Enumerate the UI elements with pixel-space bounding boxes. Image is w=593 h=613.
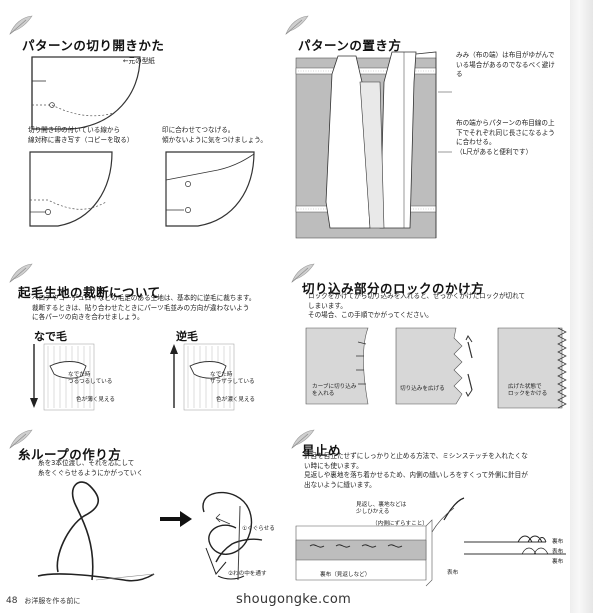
page-number-value: 48 xyxy=(6,596,18,606)
loop-step2-illustration xyxy=(202,491,263,581)
loop-arrow1-text: ①くぐらせる xyxy=(242,526,275,532)
feather-icon xyxy=(291,429,315,449)
lock-step1-text: カーブに切り込み を入れる xyxy=(312,384,357,397)
nade-touch-text: なでた時 つるつるしている xyxy=(68,372,113,385)
saka-color-text: 色が濃く見える xyxy=(216,397,255,403)
feather-icon xyxy=(291,263,315,283)
loop-arrow2-text: ②わの中を通す xyxy=(228,571,267,577)
pattern-mirror-illustration xyxy=(29,151,113,227)
lock-step3-illustration xyxy=(497,327,567,409)
saka-label: 逆毛 xyxy=(176,330,198,343)
original-pattern-label: ←元の型紙 xyxy=(123,57,155,65)
saka-illustration xyxy=(170,343,235,411)
hoshi-main-illustration xyxy=(295,497,465,587)
hoshi-cross-section-illustration xyxy=(464,535,566,555)
hoshi-label-back2: 裏布（見返しなど） xyxy=(320,572,371,578)
nade-color-text: 色が薄く見える xyxy=(76,397,115,403)
nade-illustration xyxy=(30,343,95,411)
watermark: shougongke.com xyxy=(236,592,352,607)
hoshi-label-front2: 表布 xyxy=(552,549,564,555)
okikata-note1: みみ（布の端）は布目がゆがんで いる場合があるのでなるべく避け る xyxy=(456,51,555,78)
loop-arrow-icon xyxy=(160,511,192,527)
lock-step1-illustration xyxy=(305,327,369,405)
hoshi-label-back: 裏布 xyxy=(552,539,564,545)
feather-icon xyxy=(9,15,33,35)
okikata-note2: 布の端からパターンの布目線の上 下でそれぞれ同じ長さになるよう に合わせる。 （… xyxy=(456,119,555,156)
kirihiraki-step2: 印に合わせてつなげる。 傾かないように気をつけましょう。 xyxy=(162,126,267,144)
pattern-joined-illustration xyxy=(165,151,255,227)
feather-icon xyxy=(9,263,33,283)
lock-step3-text: 広げた状態で ロックをかける xyxy=(508,384,548,397)
hoshi-label-back3: 裏布 xyxy=(552,559,564,565)
hoshi-body: 針目を目立たせずにしっかりと止める方法で、ミシンステッチを入れたくな い時にも使… xyxy=(304,452,528,489)
section-title-kemo: 起毛生地の裁断について xyxy=(18,285,161,300)
feather-icon xyxy=(9,429,33,449)
section-title-loop: 糸ループの作り方 xyxy=(18,447,122,462)
loop-body: 糸を3本位渡し、それを芯にして 糸をくぐらせるようにかがっていく xyxy=(38,459,144,477)
saka-touch-text: なでた時 ザラザラしている xyxy=(210,372,255,385)
nade-label: なで毛 xyxy=(34,330,67,343)
hoshi-label-front: 表布 xyxy=(447,570,459,576)
fabric-layout-illustration xyxy=(295,51,452,239)
kirihiraki-step1: 切り開き印の付いている線から 線対称に書き写す（コピーを取る） xyxy=(28,126,134,144)
lock-step2-text: 切り込みを広げる xyxy=(400,386,445,392)
section-title-okikata: パターンの置き方 xyxy=(298,38,402,53)
pattern-original-illustration xyxy=(31,56,141,130)
hoshi-note-top: 見返し、裏地などは 少しひかえる xyxy=(356,502,407,515)
feather-icon xyxy=(285,15,309,35)
lock-step2-illustration xyxy=(395,327,473,405)
lock-body: ロックをかけてから切り込みを入れると、せっかくかけたロックが切れて しまいます。… xyxy=(308,292,526,319)
page-number: 48 お洋服を作る前に xyxy=(6,596,80,606)
kemo-body: ベロアやコーデュロイなどの毛足のある生地は、基本的に逆毛に裁ちます。 裁断すると… xyxy=(32,294,256,321)
loop-step1-illustration xyxy=(37,481,155,582)
page-footer-title: お洋服を作る前に xyxy=(24,597,81,605)
section-title-hoshi: 星止め xyxy=(302,443,342,458)
page-edge xyxy=(570,0,593,613)
section-title-lock: 切り込み部分のロックのかけ方 xyxy=(302,281,485,296)
section-title-kirihiraki: パターンの切り開きかた xyxy=(22,38,165,53)
hoshi-note-inner: （内側にずらすこと） xyxy=(372,521,428,527)
